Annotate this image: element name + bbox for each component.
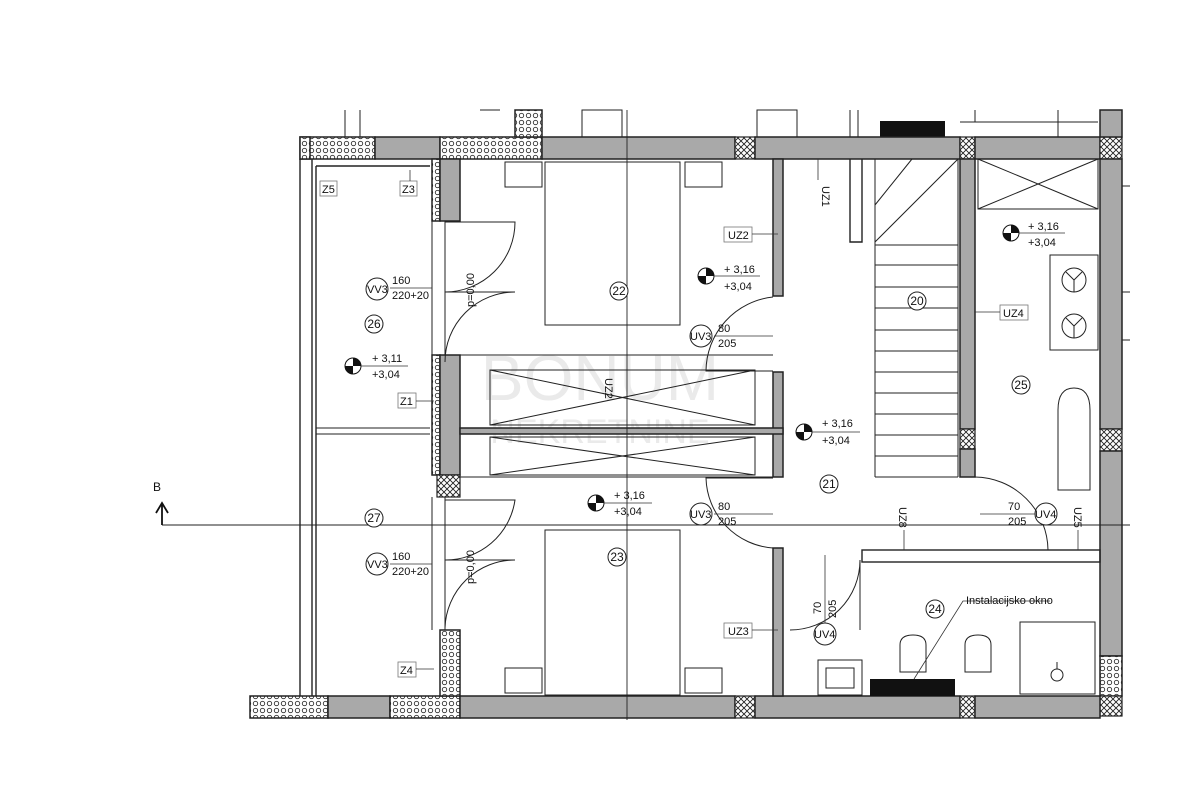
- tag-uz2-mid: UZ2: [602, 378, 614, 399]
- tag-z1: Z1: [400, 396, 413, 408]
- door-uv4-right-width: 70: [1008, 501, 1020, 513]
- door-vv3-bottom-code: VV3: [367, 559, 388, 571]
- watermark-line1: BONUM: [481, 342, 719, 414]
- room-number-27: 27: [367, 511, 381, 525]
- door-uv3-bottom-height: 205: [718, 516, 736, 528]
- section-line-b: B: [153, 480, 1130, 526]
- furniture: [504, 158, 1130, 696]
- door-vv3-bottom-height: 220+20: [392, 566, 429, 578]
- door-uv3-top-height: 205: [718, 338, 736, 350]
- elevation-1-top: + 3,16: [724, 264, 755, 276]
- elevation-4-bottom: +3,04: [822, 435, 850, 447]
- wall-tags: Z5 Z3 Z1 Z4 UZ2 UZ3 UZ4 UZ1 UZ2 UZ8 UZ5: [319, 159, 1083, 678]
- tag-z5: Z5: [322, 184, 335, 196]
- door-uv3-bottom-code: UV3: [690, 509, 711, 521]
- balcony-wall: [431, 158, 461, 697]
- door-labels: VV3 160 220+20 VV3 160 220+20 UV3 80 205…: [365, 275, 1058, 646]
- shaft-annotation: Instalacijsko okno: [913, 595, 1053, 680]
- elevation-marker: + 3,11 +3,04: [344, 353, 408, 381]
- elevation-markers: + 3,16 +3,04 + 3,16 +3,04 + 3,11 +3,04 +…: [344, 221, 1065, 518]
- door-swings: [444, 221, 1049, 631]
- room-number-24: 24: [928, 602, 942, 616]
- door-uv4-bath-height: 205: [827, 600, 839, 618]
- elevation-4-top: + 3,16: [822, 418, 853, 430]
- room-number-20: 20: [910, 294, 924, 308]
- parapet-bottom: p=0,00: [465, 550, 477, 584]
- tag-z3: Z3: [402, 184, 415, 196]
- parapet-top: p=0,00: [465, 273, 477, 307]
- door-uv3-top-width: 80: [718, 323, 730, 335]
- interior-walls: [459, 158, 1101, 697]
- elevation-2-bottom: +3,04: [1028, 237, 1056, 249]
- shaft-label: Instalacijsko okno: [966, 595, 1053, 607]
- elevation-marker: + 3,16 +3,04: [587, 490, 652, 518]
- room-number-26: 26: [367, 317, 381, 331]
- door-vv3-bottom-width: 160: [392, 551, 410, 563]
- door-vv3-top-height: 220+20: [392, 290, 429, 302]
- top-context-lines: [344, 109, 1123, 138]
- room-numbers: 20 21 22 23 24 25 26 27: [364, 281, 1031, 619]
- door-uv4-bath-code: UV4: [814, 629, 835, 641]
- tag-uz4: UZ4: [1003, 308, 1024, 320]
- staircase: [849, 158, 959, 478]
- elevation-1-bottom: +3,04: [724, 281, 752, 293]
- section-letter: B: [153, 480, 161, 494]
- tag-uz8: UZ8: [896, 507, 908, 528]
- elevation-3-top: + 3,11: [372, 353, 402, 365]
- elevation-5-bottom: +3,04: [614, 506, 642, 518]
- door-uv3-bottom-width: 80: [718, 501, 730, 513]
- door-vv3-top-width: 160: [392, 275, 410, 287]
- room-number-25: 25: [1014, 378, 1028, 392]
- room-number-23: 23: [610, 550, 624, 564]
- exterior-walls: [249, 109, 1123, 719]
- elevation-5-top: + 3,16: [614, 490, 645, 502]
- door-uv4-bath-width: 70: [812, 602, 824, 614]
- elevation-marker: + 3,16 +3,04: [697, 264, 760, 293]
- elevation-3-bottom: +3,04: [372, 369, 400, 381]
- tag-uz2-top: UZ2: [728, 230, 749, 242]
- tag-uz1: UZ1: [819, 186, 831, 207]
- tag-uz5: UZ5: [1071, 507, 1083, 528]
- tag-uz3: UZ3: [728, 626, 749, 638]
- door-vv3-top-code: VV3: [367, 284, 388, 296]
- room-number-22: 22: [612, 284, 626, 298]
- tag-z4: Z4: [400, 665, 413, 677]
- room-number-21: 21: [822, 477, 836, 491]
- door-uv3-top-code: UV3: [690, 331, 711, 343]
- elevation-marker: + 3,16 +3,04: [795, 418, 860, 447]
- elevation-2-top: + 3,16: [1028, 221, 1059, 233]
- door-uv4-right-code: UV4: [1035, 509, 1056, 521]
- door-uv4-right-height: 205: [1008, 516, 1026, 528]
- elevation-marker: + 3,16 +3,04: [1002, 221, 1065, 249]
